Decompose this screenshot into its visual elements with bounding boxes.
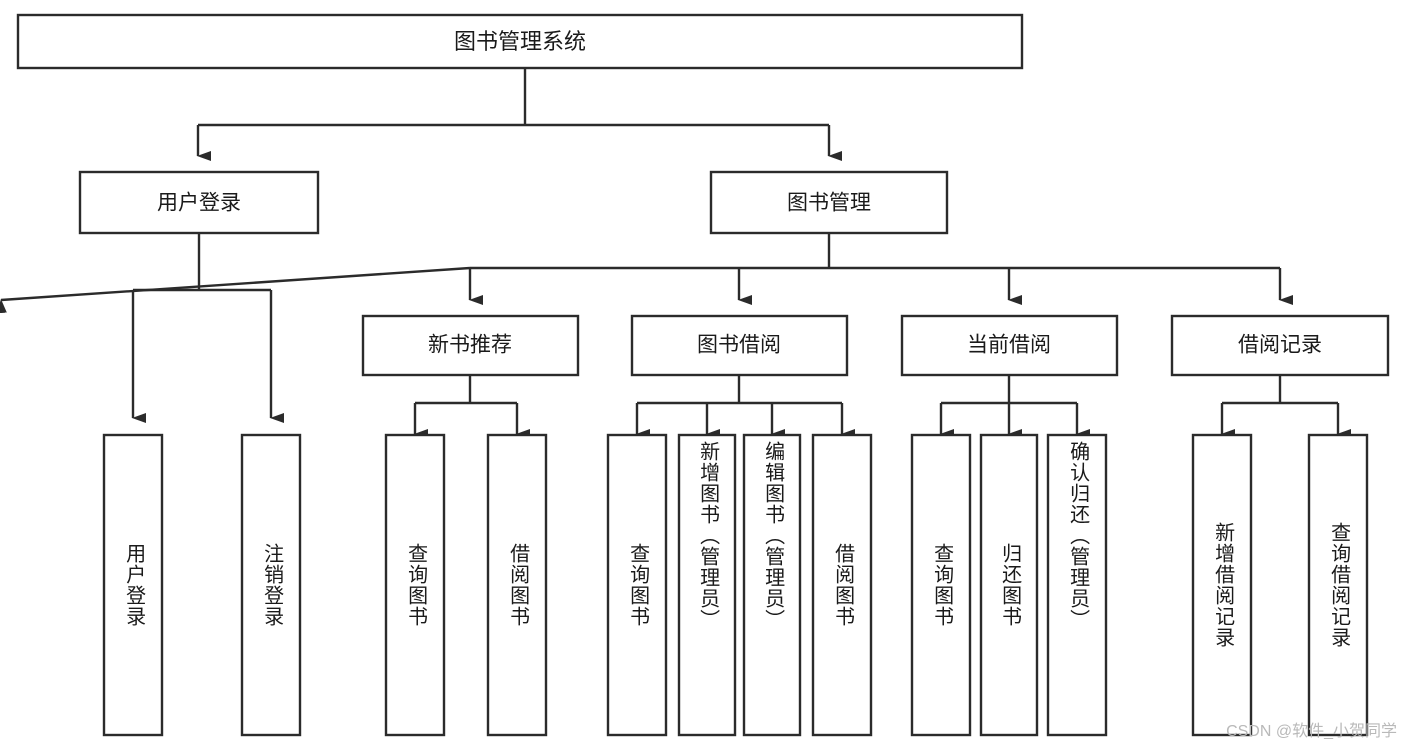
leaf-box-book-borrow-2[interactable] — [677, 433, 737, 737]
node-book-manage-box[interactable] — [709, 170, 949, 235]
leaf-box-user-login-1[interactable] — [102, 433, 164, 737]
leaf-box-current-borrow-2[interactable] — [979, 433, 1039, 737]
connector-to-new-book — [0, 266, 471, 314]
node-new-book-label: 新书推荐 — [428, 334, 512, 357]
node-new-book-box[interactable] — [361, 314, 580, 377]
node-root-box[interactable] — [16, 13, 1024, 70]
leaf-box-new-book-1[interactable] — [384, 433, 446, 737]
node-borrow-record-label: 借阅记录 — [1238, 334, 1322, 357]
leaf-box-new-book-2[interactable] — [486, 433, 548, 737]
leaf-box-book-borrow-3[interactable] — [742, 433, 802, 737]
node-book-manage-label: 图书管理 — [787, 192, 871, 215]
node-root-label: 图书管理系统 — [454, 29, 586, 54]
leaf-box-current-borrow-3[interactable] — [1046, 433, 1108, 737]
leaf-box-current-borrow-1[interactable] — [910, 433, 972, 737]
node-current-borrow-label: 当前借阅 — [967, 334, 1051, 357]
node-current-borrow-box[interactable] — [900, 314, 1119, 377]
node-book-borrow-label: 图书借阅 — [697, 334, 781, 357]
leaf-box-user-login-2[interactable] — [240, 433, 302, 737]
node-borrow-record-box[interactable] — [1170, 314, 1390, 377]
node-book-borrow-box[interactable] — [630, 314, 849, 377]
node-user-login-label: 用户登录 — [157, 192, 241, 215]
leaf-box-book-borrow-1[interactable] — [606, 433, 668, 737]
watermark-text: CSDN @软件_小贺同学 — [1226, 723, 1397, 740]
leaf-box-borrow-record-2[interactable] — [1307, 433, 1369, 737]
leaf-box-book-borrow-4[interactable] — [811, 433, 873, 737]
leaf-box-borrow-record-1[interactable] — [1191, 433, 1253, 737]
